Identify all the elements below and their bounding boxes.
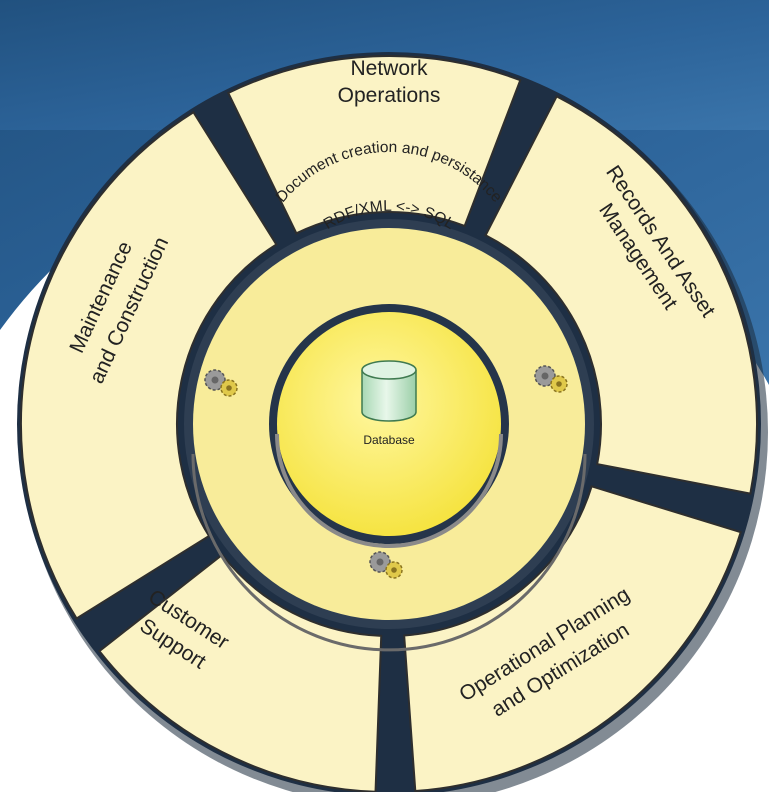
database-icon [361,360,417,422]
middle-ring-divider [191,453,587,652]
core-lower-shade [275,433,503,548]
core-circle [277,312,501,536]
segment-planning [403,485,742,793]
segment-support [98,553,383,793]
segment-label-line: Operations [338,84,441,107]
gears-icon [369,551,403,579]
segment-records [484,95,758,495]
segment-label-line: Network [350,57,428,80]
segment-maintenance [20,110,278,620]
gears-icon [534,365,568,393]
database-label: Database [363,433,415,447]
gears-icon [204,369,238,397]
segment-network [226,55,522,235]
